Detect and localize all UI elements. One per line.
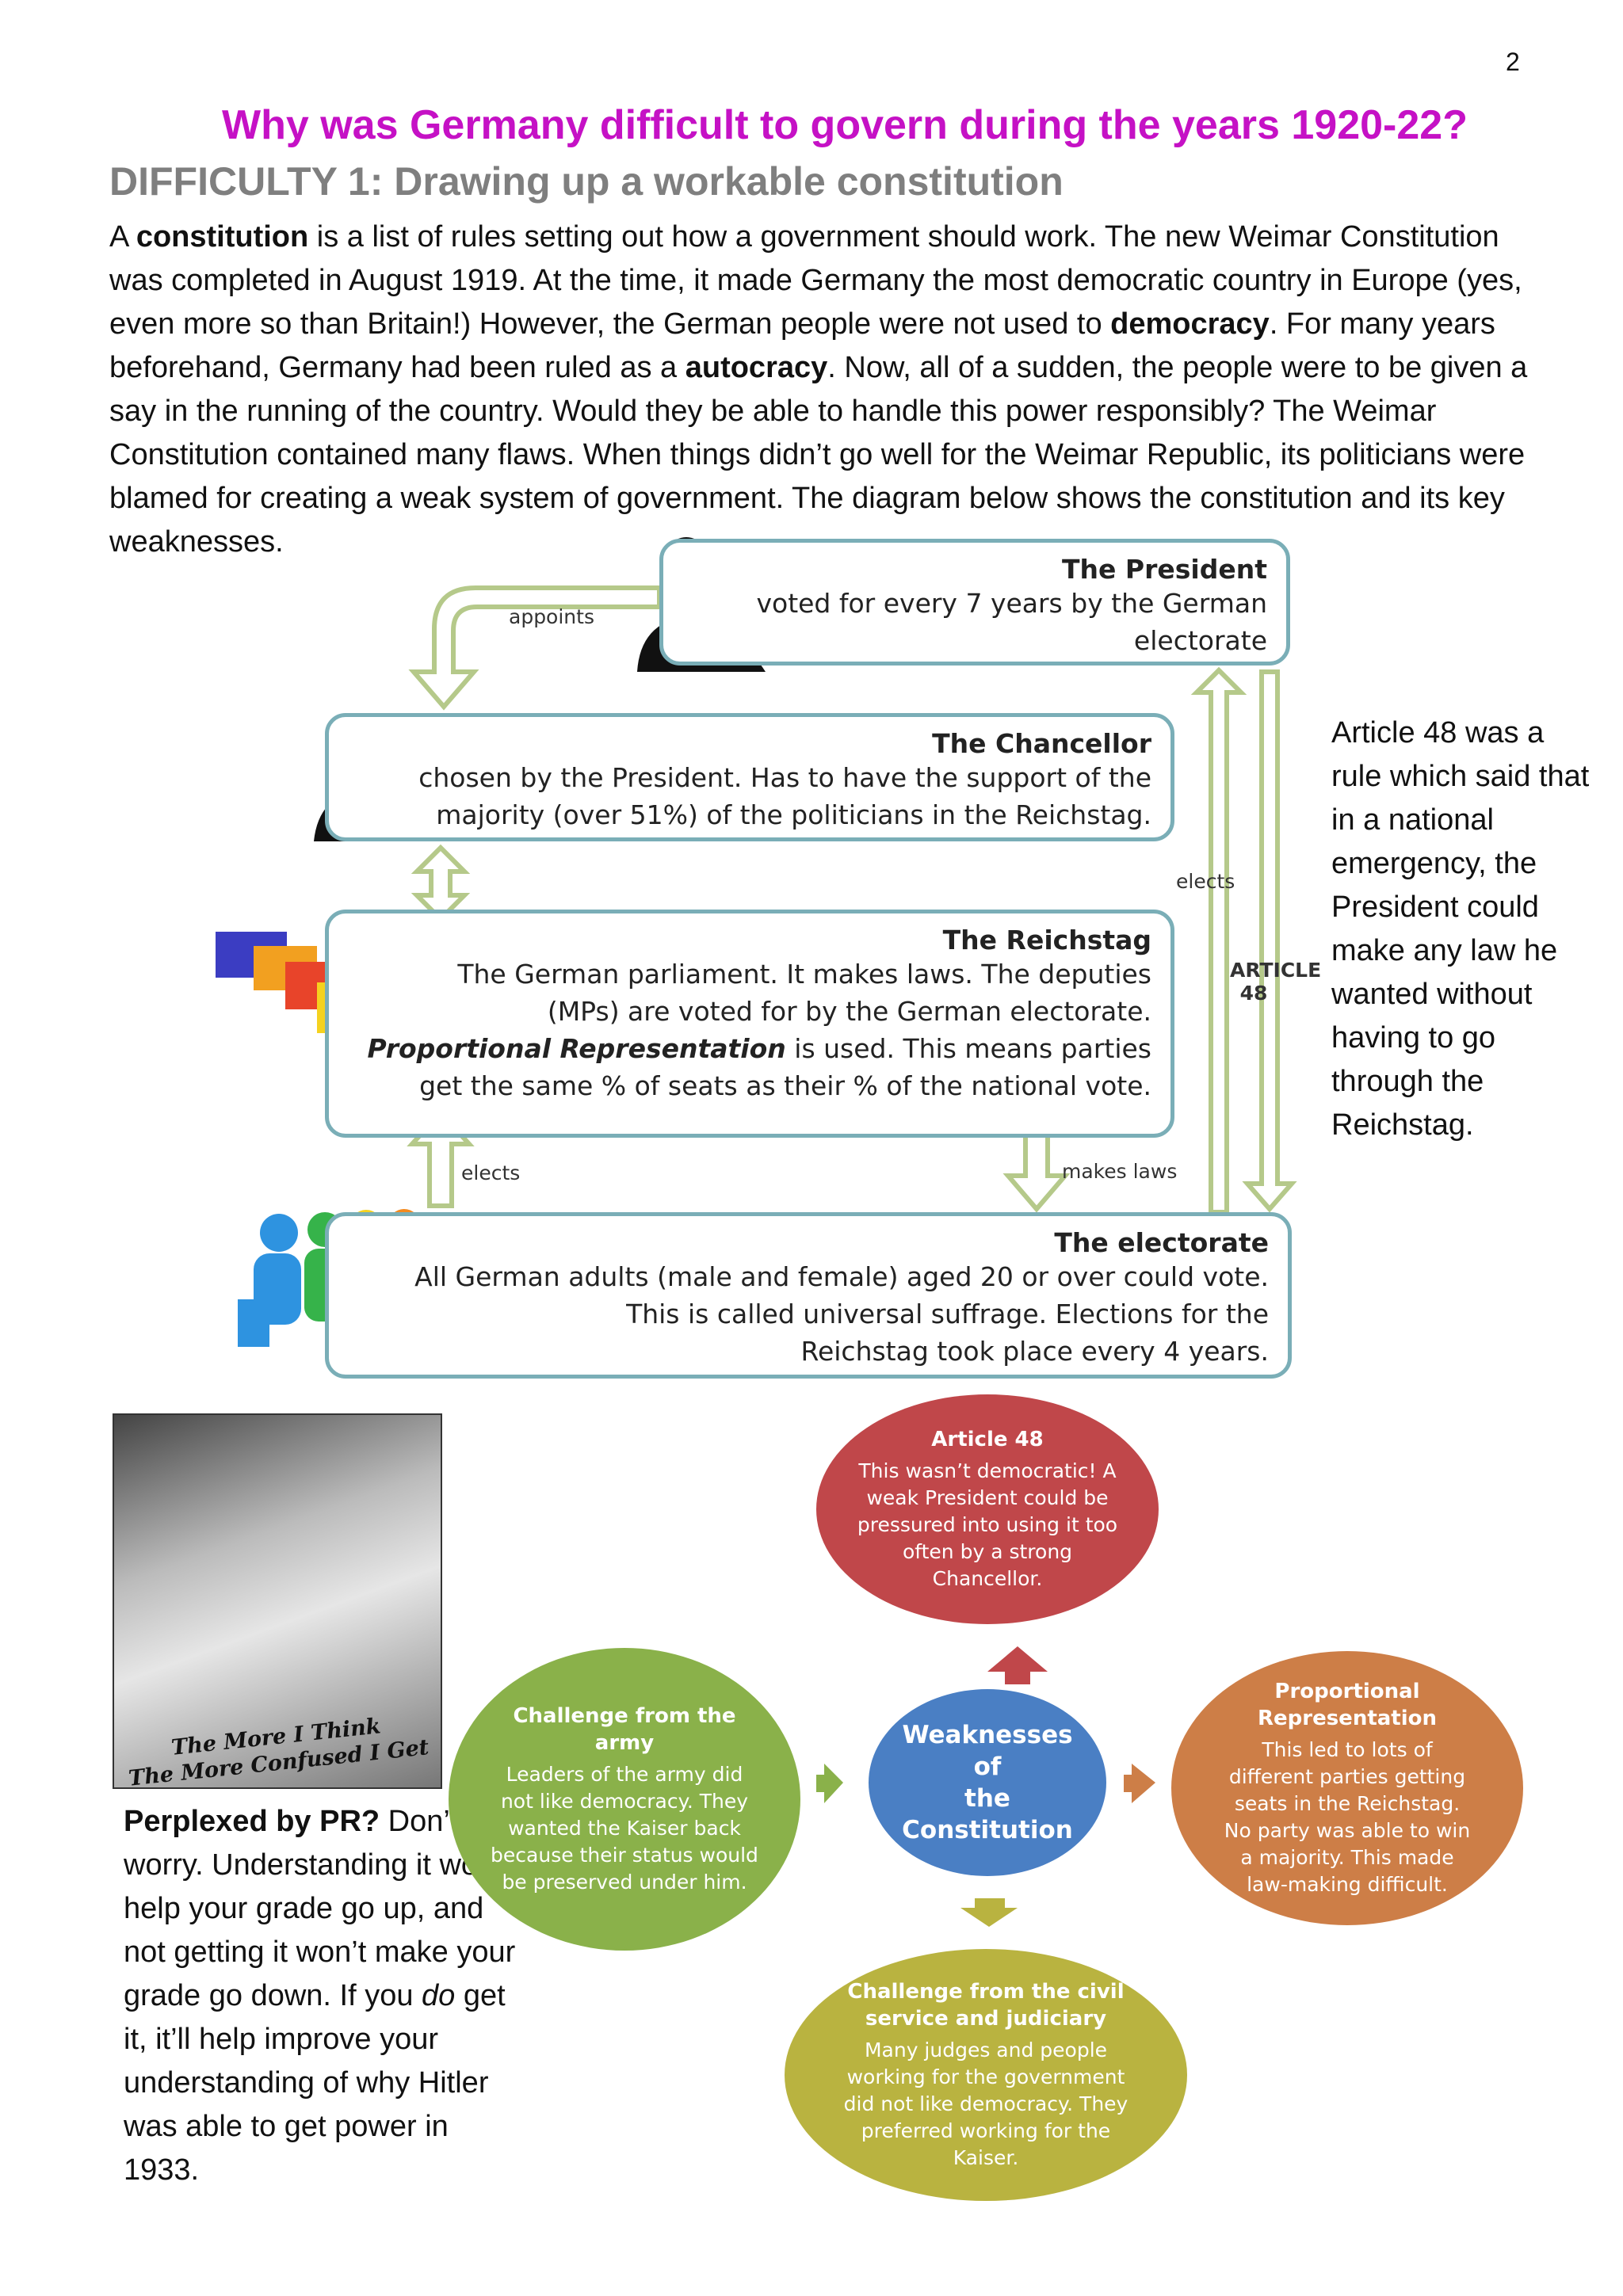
baby-caption: The More I Think The More Confused I Get — [127, 1714, 430, 1789]
chancellor-box: The Chancellor chosen by the President. … — [325, 713, 1174, 841]
baby-photo: The More I Think The More Confused I Get — [113, 1413, 442, 1789]
weakness-proportional-representation: Proportional Representation This led to … — [1171, 1651, 1523, 1925]
term-autocracy: autocracy — [685, 351, 828, 384]
label-elects-reichstag: elects — [461, 1161, 521, 1184]
chancellor-desc-1: chosen by the President. Has to have the… — [418, 762, 1151, 793]
intro-text: A — [109, 220, 136, 254]
pr-note: Perplexed by PR? Don’t worry. Understand… — [124, 1805, 516, 2187]
label-elects-president: elects — [1176, 870, 1235, 893]
article48-note: Article 48 was a rule which said that in… — [1331, 716, 1590, 1142]
chancellor-desc-2: majority (over 51%) of the politicians i… — [436, 799, 1151, 830]
electorate-box: The electorate All German adults (male a… — [325, 1212, 1292, 1379]
intro-paragraph: A constitution is a list of rules settin… — [109, 215, 1536, 564]
page-title: Why was Germany difficult to govern duri… — [222, 102, 1468, 148]
reichstag-desc-4: get the same % of seats as their % of th… — [419, 1070, 1151, 1101]
article48-arrow — [1242, 669, 1297, 1213]
president-title: The President — [1062, 554, 1267, 585]
president-desc-1: voted for every 7 years by the German — [756, 588, 1267, 619]
section-heading: DIFFICULTY 1: Drawing up a workable cons… — [109, 159, 1064, 204]
intro-text: . For many years beforehand, Germany had… — [109, 307, 1495, 384]
arrow-up — [987, 1646, 1048, 1684]
intro-text: is a list of rules setting out how a gov… — [109, 220, 1522, 341]
chancellor-title: The Chancellor — [932, 728, 1151, 759]
electorate-desc-1: All German adults (male and female) aged… — [414, 1261, 1269, 1292]
pr-term: Proportional Representation — [367, 1033, 786, 1064]
arrow-left — [816, 1764, 843, 1803]
reichstag-box: The Reichstag The German parliament. It … — [325, 910, 1174, 1138]
chancellor-reichstag-arrow — [411, 844, 471, 923]
pr-note-heading: Perplexed by PR? — [124, 1805, 380, 1838]
term-constitution: constitution — [136, 220, 309, 254]
arrow-right — [1124, 1764, 1155, 1803]
electorate-desc-2: This is called universal suffrage. Elect… — [626, 1299, 1269, 1329]
electorate-title: The electorate — [1054, 1227, 1269, 1258]
label-appoints: appoints — [509, 605, 594, 628]
reichstag-desc-2: (MPs) are voted for by the German electo… — [547, 996, 1151, 1027]
president-desc-2: electorate — [1133, 625, 1267, 656]
weakness-civil-service: Challenge from the civil service and jud… — [785, 1949, 1187, 2201]
reichstag-desc-3: Proportional Representation is used. Thi… — [367, 1033, 1151, 1064]
arrow-down — [960, 1898, 1018, 1927]
president-box: The President voted for every 7 years by… — [659, 539, 1290, 666]
term-democracy: democracy — [1110, 307, 1270, 341]
page-number: 2 — [1506, 48, 1520, 76]
weaknesses-center: Weaknesses of the Constitution — [869, 1689, 1106, 1876]
weakness-article48: Article 48 This wasn’t democratic! A wea… — [816, 1394, 1159, 1624]
label-makes-laws: makes laws — [1062, 1160, 1178, 1183]
reichstag-title: The Reichstag — [942, 925, 1151, 955]
elects-president-arrow — [1190, 666, 1247, 1215]
weakness-army: Challenge from the army Leaders of the a… — [449, 1648, 800, 1951]
electorate-desc-3: Reichstag took place every 4 years. — [800, 1336, 1269, 1367]
reichstag-desc-1: The German parliament. It makes laws. Th… — [457, 959, 1151, 990]
intro-text: . Now, all of a sudden, the people were … — [109, 351, 1528, 559]
